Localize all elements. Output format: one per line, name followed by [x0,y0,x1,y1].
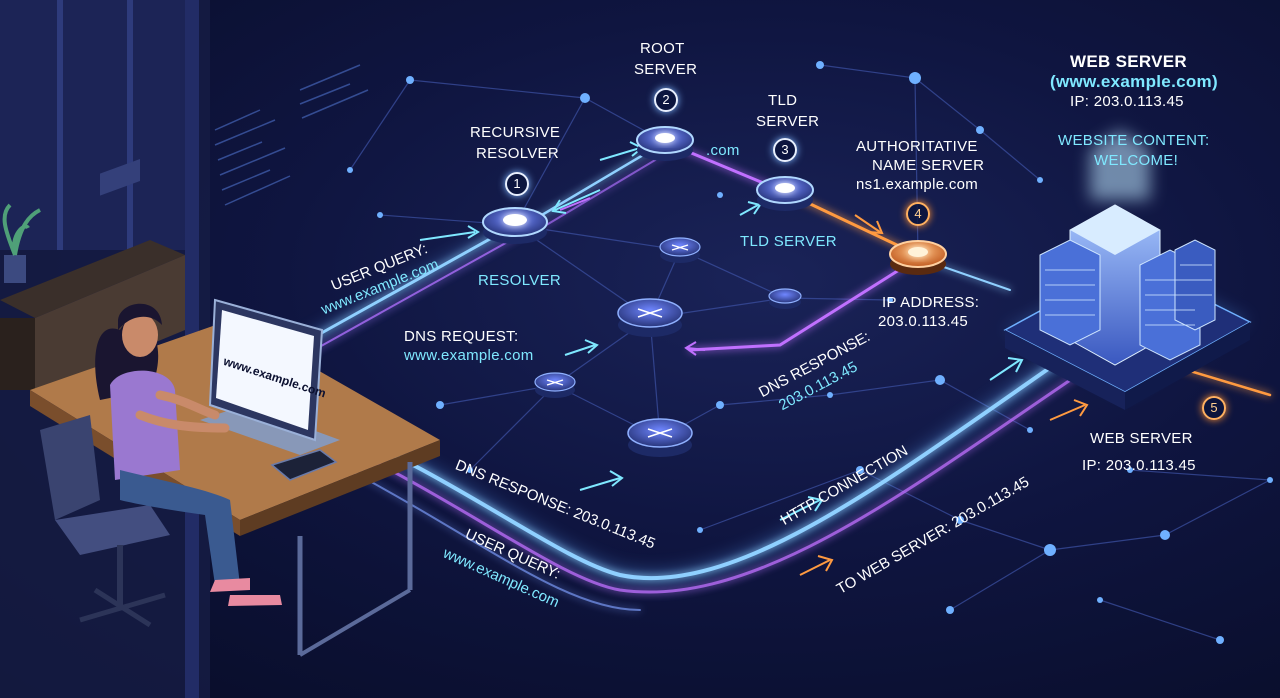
router-4 [659,237,701,263]
step-2-badge: 2 [654,88,678,112]
router-nodes [534,237,802,457]
router-2 [627,418,693,457]
router-1 [617,298,683,337]
recursive-resolver-node [482,207,548,244]
user-workstation [30,298,440,657]
authoritative-host: ns1.example.com [856,176,979,193]
web-server-bottom-ip: IP: 203.0.113.45 [1082,457,1196,474]
root-server-label-1: ROOT [640,40,685,57]
authoritative-label-2: NAME SERVER [872,157,985,174]
tld-server-label-1: TLD [768,92,798,109]
flow-arrows [419,141,1024,521]
root-server-label-2: SERVER [634,61,698,78]
recursive-resolver-label-2: RESOLVER [476,145,559,162]
web-server-building [1003,130,1252,410]
authoritative-label-1: AUTHORITATIVE [856,138,978,155]
data-flow-beams [295,140,1272,611]
recursive-resolver-label-1: RECURSIVE [470,124,561,141]
chair [40,415,170,628]
web-server-ip: IP: 203.0.113.45 [1070,93,1184,110]
router-3 [534,372,576,398]
web-server-domain: (www.example.com) [1050,72,1218,91]
root-server-node [636,126,694,161]
step-5-badge: 5 [1202,396,1226,420]
authoritative-server-node [889,240,947,275]
tld-server-label-2: SERVER [756,113,820,130]
step-1-badge: 1 [505,172,529,196]
website-content-label: WEBSITE CONTENT: [1058,132,1210,149]
person [95,303,282,606]
website-content-value: WELCOME! [1094,152,1179,169]
tld-com-tag: .com [706,142,740,159]
tld-server-caption: TLD SERVER [740,233,837,250]
ip-address-value: 203.0.113.45 [878,313,969,330]
dns-request-label: DNS REQUEST: [404,328,519,345]
dns-request-value: www.example.com [404,347,534,364]
resolver-caption: RESOLVER [478,272,561,289]
step-3-badge: 3 [773,138,797,162]
mesh-dots [347,61,1273,644]
web-server-bottom-title: WEB SERVER [1090,430,1193,447]
step-4-badge: 4 [906,202,930,226]
ip-address-label: IP ADDRESS: [882,294,980,311]
web-server-title: WEB SERVER [1070,52,1187,71]
router-5 [768,288,802,309]
tld-server-node [756,176,814,211]
plant [2,203,41,283]
